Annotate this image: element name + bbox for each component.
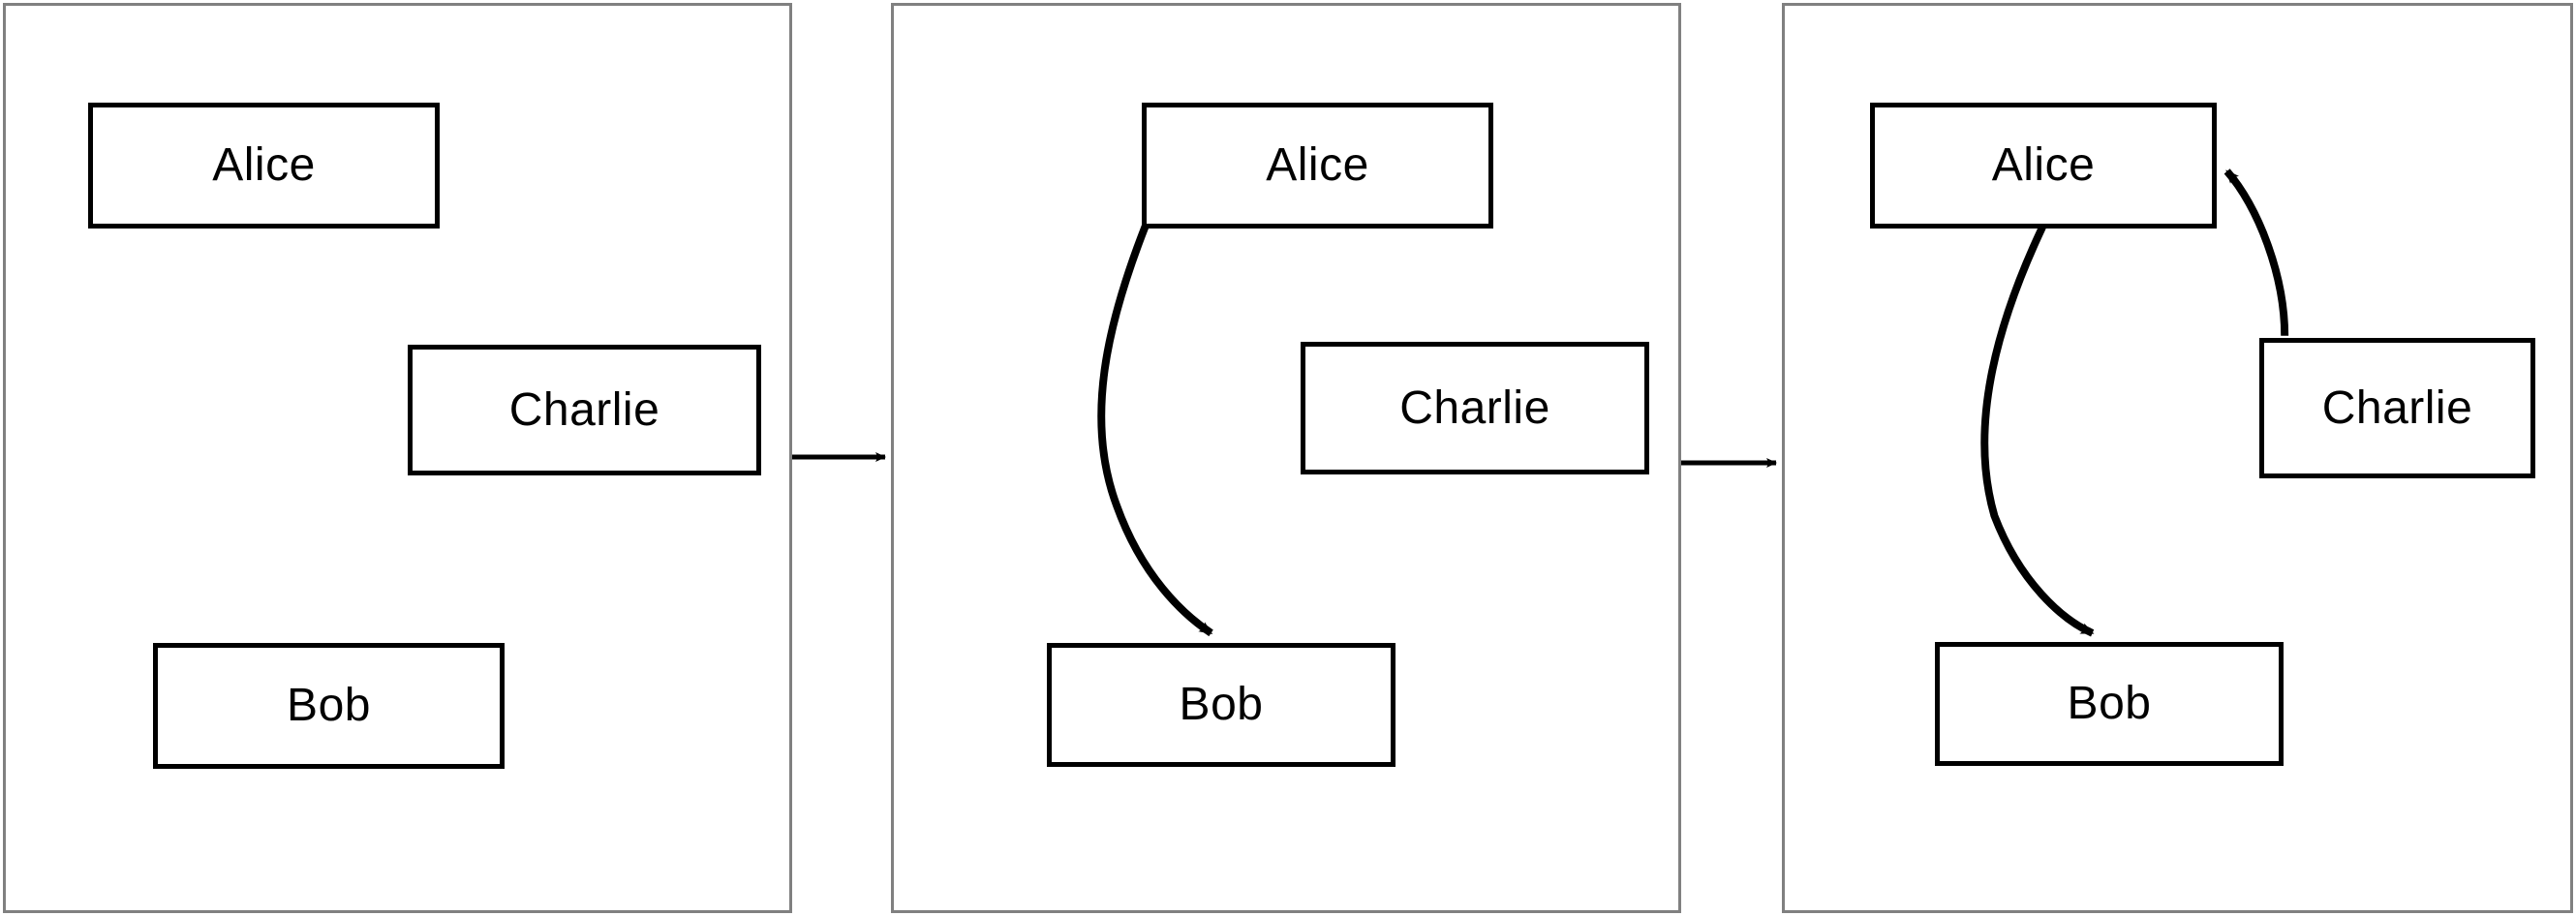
node-charlie-panel1[interactable]: Charlie: [408, 345, 761, 475]
node-label-bob: Bob: [287, 680, 371, 731]
node-label-bob: Bob: [1179, 679, 1264, 730]
node-alice-panel2[interactable]: Alice: [1142, 103, 1493, 229]
node-bob-panel2[interactable]: Bob: [1047, 643, 1395, 767]
node-label-charlie: Charlie: [2321, 382, 2473, 434]
panel3-edge-layer: [1980, 168, 2289, 637]
node-label-alice: Alice: [1266, 139, 1369, 191]
node-charlie-panel2[interactable]: Charlie: [1301, 342, 1649, 474]
panel-step-2: Alice Charlie Bob: [891, 3, 1681, 913]
node-charlie-panel3[interactable]: Charlie: [2259, 338, 2535, 478]
node-alice-panel3[interactable]: Alice: [1870, 103, 2217, 229]
panel-step-1: Alice Charlie Bob: [3, 3, 792, 913]
panel2-edge-layer: [1097, 224, 1213, 637]
panel-1-to-panel-2-arrow-icon: [792, 452, 886, 462]
panel-2-to-panel-3-arrow-icon: [1681, 458, 1777, 468]
edge-charlie-to-alice: [2223, 168, 2289, 336]
panel-step-3: Alice Charlie Bob: [1782, 3, 2573, 913]
node-label-charlie: Charlie: [1399, 382, 1550, 434]
node-bob-panel3[interactable]: Bob: [1935, 642, 2284, 766]
node-alice-panel1[interactable]: Alice: [88, 103, 440, 229]
node-bob-panel1[interactable]: Bob: [153, 643, 505, 769]
node-label-alice: Alice: [212, 139, 316, 191]
edge-alice-to-bob: [1980, 225, 2095, 637]
edge-alice-to-bob: [1097, 224, 1213, 637]
node-label-bob: Bob: [2067, 678, 2152, 729]
node-label-alice: Alice: [1991, 139, 2096, 191]
node-label-charlie: Charlie: [508, 383, 660, 436]
